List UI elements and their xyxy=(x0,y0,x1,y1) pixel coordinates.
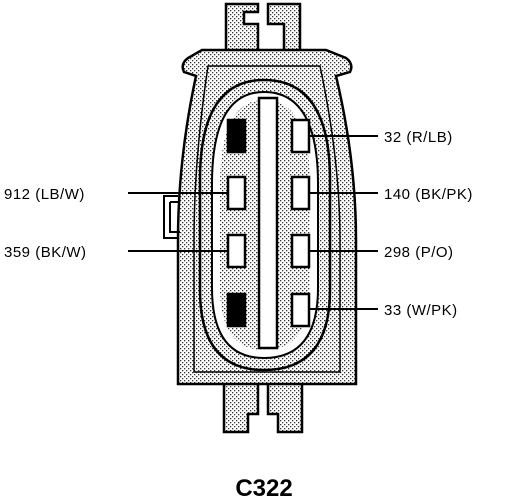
bottom-latch-right xyxy=(266,378,304,434)
housing-inner-wall xyxy=(193,65,341,373)
side-lock-bracket xyxy=(163,195,180,239)
label-circuit-140: 140 (BK/PK) xyxy=(384,186,473,203)
top-latch-left xyxy=(224,2,260,58)
top-latch-right xyxy=(266,2,302,58)
center-blade xyxy=(257,96,279,350)
leader-lines xyxy=(128,135,378,310)
connector-title: C322 xyxy=(235,475,292,500)
bottom-latch-left xyxy=(222,378,260,434)
label-circuit-33: 33 (W/PK) xyxy=(384,302,458,319)
cavity-right-1 xyxy=(290,118,311,154)
cavity-right-3 xyxy=(290,233,311,269)
label-circuit-359: 359 (BK/W) xyxy=(4,244,87,261)
label-circuit-912: 912 (LB/W) xyxy=(4,186,85,203)
cavity-left-4-plugged xyxy=(226,292,247,328)
cavity-left-3 xyxy=(226,233,247,269)
connector-body xyxy=(163,2,358,434)
cavity-right-4 xyxy=(290,292,311,328)
cavity-left-2 xyxy=(226,175,247,211)
label-circuit-32: 32 (R/LB) xyxy=(384,129,453,146)
label-circuit-298: 298 (P/O) xyxy=(384,244,454,261)
cavity-right-2 xyxy=(290,175,311,211)
cavity-left-1-plugged xyxy=(226,118,247,154)
